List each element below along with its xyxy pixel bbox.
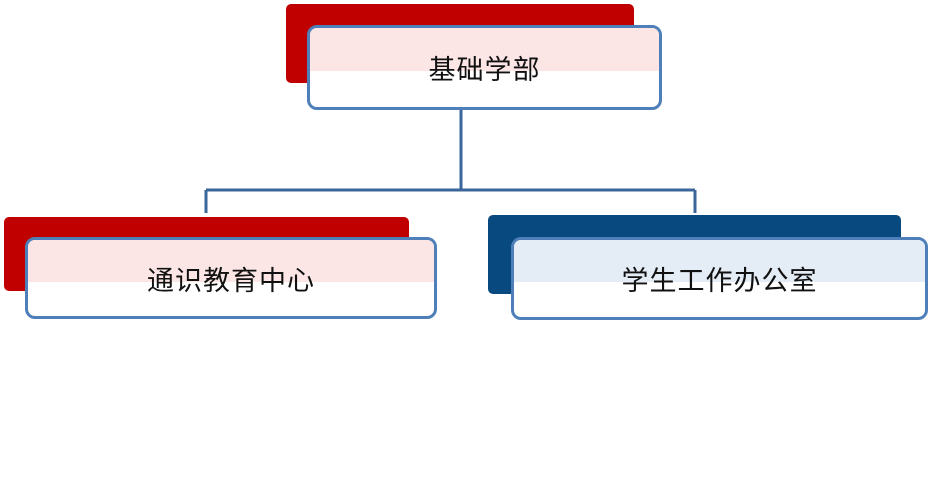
node-child-right-label: 学生工作办公室 (621, 266, 818, 297)
node-root: 基础学部 (307, 25, 662, 110)
node-child-left-label: 通识教育中心 (147, 265, 315, 297)
node-child-left: 通识教育中心 (25, 237, 437, 319)
left-tint (28, 240, 434, 282)
root-tint (310, 28, 659, 72)
node-root-label: 基础学部 (428, 55, 541, 86)
node-child-right: 学生工作办公室 (511, 237, 928, 320)
right-tint (514, 240, 925, 283)
